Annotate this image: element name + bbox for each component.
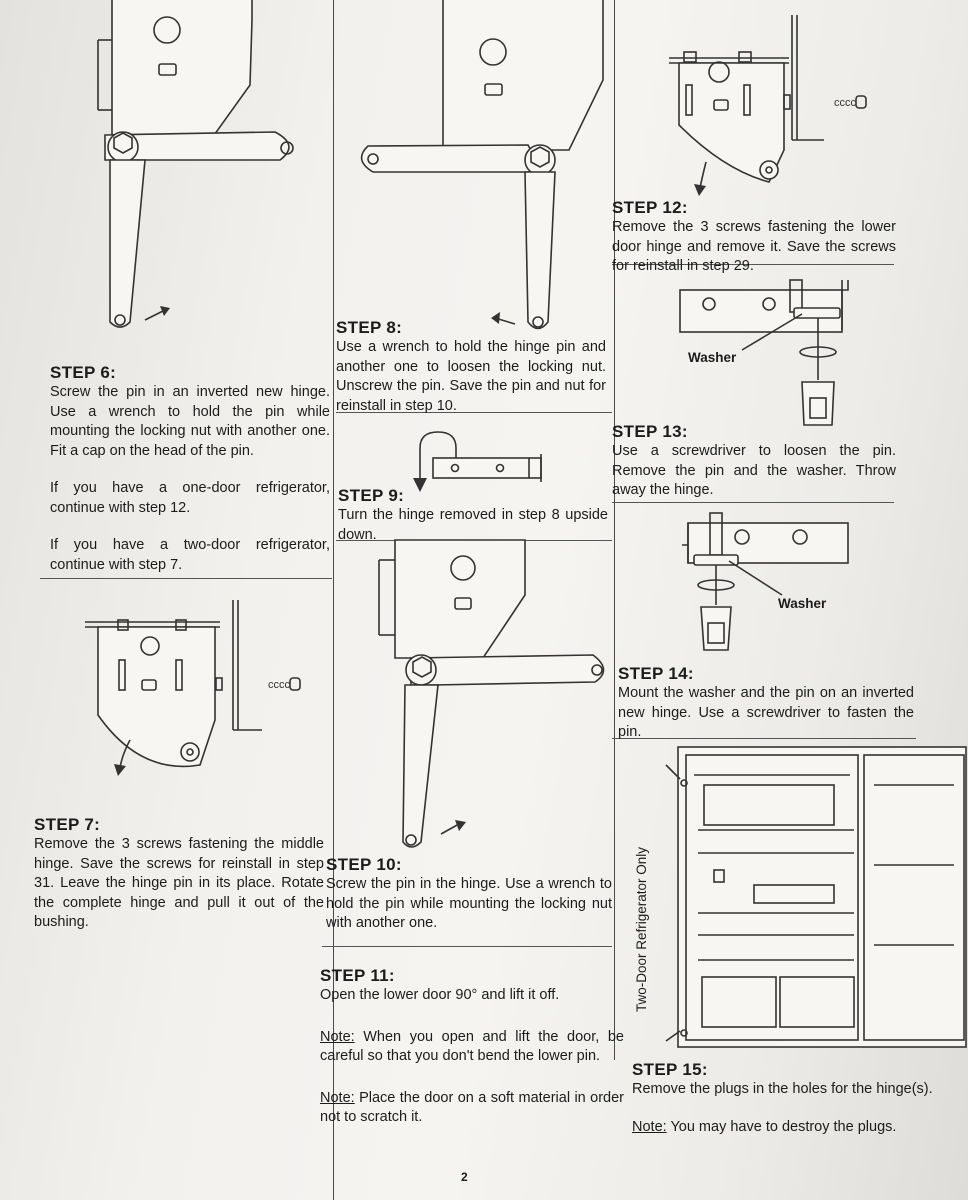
step-6-note-one-door: If you have a one-door refrigerator, con…: [50, 480, 330, 516]
washer-label-step13: Washer: [688, 350, 737, 365]
step-8-body: Use a wrench to hold the hinge pin and a…: [336, 339, 606, 414]
step-13-body: Use a screwdriver to loosen the pin. Rem…: [612, 443, 896, 498]
step-9-body: Turn the hinge removed in step 8 upside …: [338, 507, 608, 543]
step-10: STEP 10: Screw the pin in the hinge. Use…: [326, 855, 612, 934]
divider-s13-s14: [612, 502, 894, 503]
step-11: STEP 11: Open the lower door 90° and lif…: [320, 966, 624, 1128]
step-11-note-2-text: Place the door on a soft material in ord…: [320, 1089, 624, 1126]
note-label: Note:: [632, 1118, 667, 1135]
divider-s12-s13: [612, 264, 894, 265]
step-6: STEP 6: Screw the pin in an inverted new…: [50, 363, 330, 575]
step-14: STEP 14: Mount the washer and the pin on…: [618, 664, 914, 743]
step12-illustration: cccc: [669, 15, 867, 196]
step-12: STEP 12: Remove the 3 screws fastening t…: [612, 198, 896, 277]
step-6-note-two-door: If you have a two-door refrigerator, con…: [50, 537, 330, 573]
column-divider-1: [333, 0, 334, 1200]
step6-illustration: [97, 0, 294, 328]
step-6-body: Screw the pin in an inverted new hinge. …: [50, 384, 330, 459]
step-15-note-text: You may have to destroy the plugs.: [666, 1118, 897, 1135]
page-number: 2: [461, 1170, 468, 1184]
step-11-note-1: Note: When you open and lift the door, b…: [320, 1028, 624, 1067]
step-15: STEP 15: Remove the plugs in the holes f…: [632, 1060, 960, 1137]
step10-illustration: [378, 539, 605, 848]
svg-text:cccc: cccc: [834, 97, 857, 109]
step-14-body: Mount the washer and the pin on an inver…: [618, 685, 914, 740]
step-13: STEP 13: Use a screwdriver to loosen the…: [612, 422, 896, 501]
step7-illustration: cccc: [85, 600, 301, 776]
svg-text:cccc: cccc: [268, 679, 291, 691]
step-12-body: Remove the 3 screws fastening the lower …: [612, 219, 896, 274]
step-7-title: STEP 7:: [34, 815, 101, 834]
step-15-note: Note: You may have to destroy the plugs.: [632, 1118, 960, 1138]
two-door-only-label: Two-Door Refrigerator Only: [634, 846, 649, 1012]
note-label: Note:: [320, 1028, 355, 1045]
step-7-body: Remove the 3 screws fastening the middle…: [34, 836, 324, 930]
washer-label-step14: Washer: [778, 596, 827, 611]
step-8: STEP 8: Use a wrench to hold the hinge p…: [336, 318, 606, 416]
step-11-note-1-text: When you open and lift the door, be care…: [320, 1028, 624, 1065]
divider-s10-s11: [322, 946, 612, 947]
step-11-title: STEP 11:: [320, 966, 395, 985]
divider-s8-s9: [336, 412, 612, 413]
step-10-title: STEP 10:: [326, 855, 402, 874]
step-15-title: STEP 15:: [632, 1060, 708, 1079]
step-9: STEP 9: Turn the hinge removed in step 8…: [338, 486, 608, 545]
step8-illustration: [360, 0, 604, 330]
step-7: STEP 7: Remove the 3 screws fastening th…: [34, 815, 324, 933]
step-6-title: STEP 6:: [50, 363, 117, 382]
step13-illustration: [679, 279, 849, 426]
divider-s6-s7: [40, 578, 332, 579]
column-divider-2: [614, 0, 615, 1060]
step14-illustration: [682, 512, 849, 651]
divider-s14-s15: [612, 738, 916, 739]
step-14-title: STEP 14:: [618, 664, 694, 683]
step15-illustration: [665, 746, 967, 1048]
step-10-body: Screw the pin in the hinge. Use a wrench…: [326, 876, 612, 931]
note-label: Note:: [320, 1089, 355, 1106]
step-11-note-2: Note: Place the door on a soft material …: [320, 1089, 624, 1128]
step-15-body: Remove the plugs in the holes for the hi…: [632, 1081, 933, 1097]
step9-illustration: [413, 431, 542, 492]
step-12-title: STEP 12:: [612, 198, 688, 217]
step-8-title: STEP 8:: [336, 318, 403, 337]
step-11-body: Open the lower door 90° and lift it off.: [320, 987, 560, 1003]
step-13-title: STEP 13:: [612, 422, 688, 441]
step-9-title: STEP 9:: [338, 486, 405, 505]
